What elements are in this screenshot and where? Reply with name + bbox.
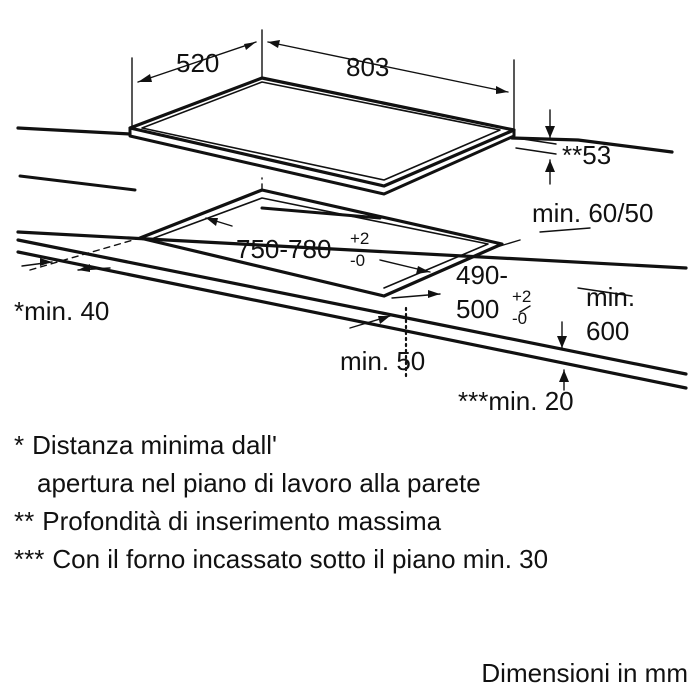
hob-glass-inner-edge xyxy=(141,81,501,181)
footnote-mark: *** xyxy=(14,544,45,574)
arrowhead xyxy=(138,74,152,82)
footnote-text: Distanza minima dall' xyxy=(32,430,277,460)
label-worktop-depth-line1: min. xyxy=(586,282,635,312)
footnote-mark: ** xyxy=(14,506,35,536)
label-cutout-depth-line1: 490- xyxy=(456,260,508,290)
footnote-mark: * xyxy=(14,430,25,460)
worktop-front-bottom-edge xyxy=(16,250,688,390)
dim-line-520 xyxy=(131,29,263,129)
arrowhead xyxy=(559,370,569,382)
arrowhead xyxy=(545,160,555,172)
label-front-clearance: min. 50 xyxy=(340,346,425,376)
footnote-1-continued: apertura nel piano di lavoro alla parete xyxy=(14,464,694,502)
label-insertion-depth: **53 xyxy=(562,140,611,170)
worktop-back-lower-edge xyxy=(18,174,382,220)
footnote-text: Con il forno incassato sotto il piano mi… xyxy=(52,544,549,574)
label-worktop-thickness: ***min. 20 xyxy=(458,386,574,416)
worktop-front-top-edge xyxy=(16,238,688,376)
worktop-right-edge xyxy=(16,230,688,270)
dim-line-803 xyxy=(267,41,515,129)
label-cutout-depth-line2: 500 xyxy=(456,294,499,324)
arrowhead xyxy=(206,218,218,226)
arrowhead xyxy=(557,336,567,348)
arrowhead xyxy=(244,42,256,50)
label-hob-depth: 520 xyxy=(176,48,219,78)
footnote-text: apertura nel piano di lavoro alla parete xyxy=(37,468,481,498)
label-hob-width: 803 xyxy=(346,52,389,82)
label-cutout-depth-tol-upper: +2 xyxy=(512,287,531,306)
label-cutout-depth-tol-lower: -0 xyxy=(512,309,527,328)
label-cutout-width-tol-upper: +2 xyxy=(350,229,369,248)
footnote-text: Profondità di inserimento massima xyxy=(42,506,442,536)
dashed-projection-lines xyxy=(29,177,263,271)
footnote-1: * Distanza minima dall' xyxy=(14,426,694,464)
arrowhead xyxy=(428,290,440,298)
arrowhead xyxy=(416,266,430,274)
arrowhead xyxy=(496,86,508,94)
hob-thickness-edge xyxy=(128,126,516,196)
label-wall-distance: *min. 40 xyxy=(14,296,109,326)
arrowhead xyxy=(78,264,90,272)
arrowhead xyxy=(545,126,555,138)
label-worktop-depth-line2: 600 xyxy=(586,316,629,346)
worktop-back-edge xyxy=(16,126,674,154)
units-note: Dimensioni in mm xyxy=(481,658,688,688)
arrowhead xyxy=(268,40,280,48)
label-cutout-width: 750-780 xyxy=(236,234,331,264)
label-cutout-width-tol-lower: -0 xyxy=(350,251,365,270)
footnotes: * Distanza minima dall' apertura nel pia… xyxy=(14,426,694,578)
label-rear-clearance: min. 60/50 xyxy=(532,198,653,228)
dim-line-53 xyxy=(515,109,557,185)
arrowhead xyxy=(378,316,390,324)
arrowhead xyxy=(40,258,52,266)
footnote-2: ** Profondità di inserimento massima xyxy=(14,502,694,540)
dim-line-60-50 xyxy=(539,227,591,233)
footnote-3: *** Con il forno incassato sotto il pian… xyxy=(14,540,694,578)
installation-drawing: 520 803 **53 min. 60/50 750-780 +2 -0 49… xyxy=(14,29,688,416)
